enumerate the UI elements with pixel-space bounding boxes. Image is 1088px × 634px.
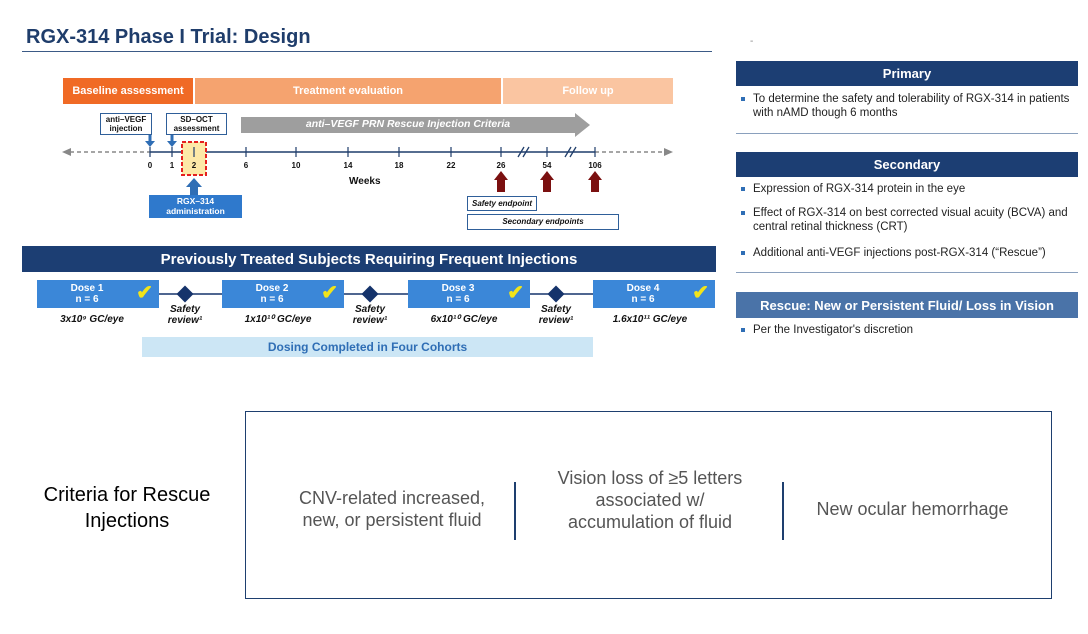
tick-label: 6	[243, 161, 249, 170]
criterion-hemorrhage: New ocular hemorrhage	[816, 499, 1009, 519]
dose-3-box: Dose 3 n = 6 ✔	[408, 280, 530, 308]
rescue-header: Rescue: New or Persistent Fluid/ Loss in…	[736, 292, 1078, 318]
axis-break-1	[517, 146, 530, 158]
secondary-bullet: Additional anti-VEGF injections post-RGX…	[741, 246, 1076, 260]
criteria-divider	[782, 482, 784, 540]
dose-n: n = 6	[260, 294, 284, 305]
anti-vegf-pointer-head	[145, 141, 155, 147]
endpoint-arrow-106	[588, 171, 602, 192]
rescue-criteria-arrow	[241, 113, 590, 137]
dose-name: Dose 4	[626, 283, 660, 294]
dose-n: n = 6	[631, 294, 655, 305]
tick-label: 54	[542, 161, 552, 170]
title-underline	[22, 51, 712, 52]
tick-label: 18	[394, 161, 404, 170]
rgx-admin-arrow-shaft	[190, 186, 198, 195]
dose-connectors	[159, 293, 593, 295]
phase-treatment: Treatment evaluation	[195, 78, 501, 104]
axis-break-2	[564, 146, 577, 158]
secondary-bullet: Expression of RGX-314 protein in the eye	[741, 182, 1076, 196]
criterion-fluid: CNV-related increased, new, or persisten…	[298, 488, 486, 530]
bullet-icon	[741, 211, 745, 215]
dose-value: 1x10¹⁰ GC/eye	[244, 314, 312, 325]
dose-name: Dose 1	[70, 283, 104, 294]
criteria-label: Criteria for Rescue Injections	[43, 484, 211, 532]
safety-endpoint-label: Safety endpoint	[467, 196, 537, 211]
tick-label: 14	[343, 161, 353, 170]
bullet-icon	[741, 251, 745, 255]
tick-label: 22	[446, 161, 456, 170]
safety-review-label: Safety review¹	[352, 304, 388, 326]
dose-n: n = 6	[446, 294, 470, 305]
dose-name: Dose 3	[441, 283, 475, 294]
criteria-divider	[514, 482, 516, 540]
dose-4-box: Dose 4 n = 6 ✔	[593, 280, 715, 308]
dosing-completed-banner: Dosing Completed in Four Cohorts	[142, 337, 593, 357]
rescue-criteria-label: anti–VEGF PRN Rescue Injection Criteria	[305, 118, 511, 130]
endpoint-arrow-54	[540, 171, 554, 192]
anti-vegf-callout: anti–VEGF injection	[100, 113, 152, 135]
sd-oct-callout: SD–OCT assessment	[166, 113, 227, 135]
endpoint-arrow-26	[494, 171, 508, 192]
dose-value: 3x10⁹ GC/eye	[60, 314, 124, 325]
cohort-banner: Previously Treated Subjects Requiring Fr…	[22, 246, 716, 272]
secondary-endpoints-label: Secondary endpoints	[467, 214, 619, 230]
axis-left-arrowhead	[62, 148, 71, 156]
rgx-admin-box: RGX–314 administration	[149, 195, 242, 218]
axis-ticks	[149, 147, 596, 157]
week-2-highlight-border	[181, 141, 207, 176]
primary-divider	[736, 133, 1078, 134]
sd-oct-pointer-head	[167, 141, 177, 147]
check-icon: ✔	[136, 282, 153, 304]
axis-right-arrowhead	[664, 148, 673, 156]
rescue-bullet: Per the Investigator's discretion	[741, 323, 1076, 337]
tick-label: 10	[291, 161, 301, 170]
dose-n: n = 6	[75, 294, 99, 305]
tick-label: 2	[191, 161, 197, 170]
phase-baseline: Baseline assessment	[63, 78, 193, 104]
check-icon: ✔	[321, 282, 338, 304]
axis-label-weeks: Weeks	[349, 176, 381, 187]
timeline-graphic	[62, 113, 673, 195]
secondary-header: Secondary	[736, 152, 1078, 177]
page-title: RGX-314 Phase I Trial: Design	[26, 26, 311, 48]
dose-1-box: Dose 1 n = 6 ✔	[37, 280, 159, 308]
dose-2-box: Dose 2 n = 6 ✔	[222, 280, 344, 308]
dose-value: 1.6x10¹¹ GC/eye	[612, 314, 688, 325]
bullet-icon	[741, 97, 745, 101]
tick-label: 0	[147, 161, 153, 170]
check-icon: ✔	[507, 282, 524, 304]
bullet-icon	[741, 328, 745, 332]
secondary-divider	[736, 272, 1078, 273]
criterion-vision-loss: Vision loss of ≥5 letters associated w/ …	[557, 468, 743, 532]
primary-bullet: To determine the safety and tolerability…	[741, 92, 1076, 120]
safety-review-label: Safety review¹	[167, 304, 203, 326]
tick-label: 26	[496, 161, 506, 170]
secondary-bullet: Effect of RGX-314 on best corrected visu…	[741, 206, 1076, 234]
tick-label: 106	[588, 161, 602, 170]
side-dash: -	[750, 36, 754, 47]
rgx-admin-arrow-head	[186, 178, 202, 187]
primary-header: Primary	[736, 61, 1078, 86]
safety-review-label: Safety review¹	[538, 304, 574, 326]
dose-name: Dose 2	[255, 283, 289, 294]
check-icon: ✔	[692, 282, 709, 304]
dose-value: 6x10¹⁰ GC/eye	[430, 314, 498, 325]
tick-label: 1	[169, 161, 175, 170]
criteria-box	[245, 411, 1052, 599]
bullet-icon	[741, 187, 745, 191]
phase-followup: Follow up	[503, 78, 673, 104]
